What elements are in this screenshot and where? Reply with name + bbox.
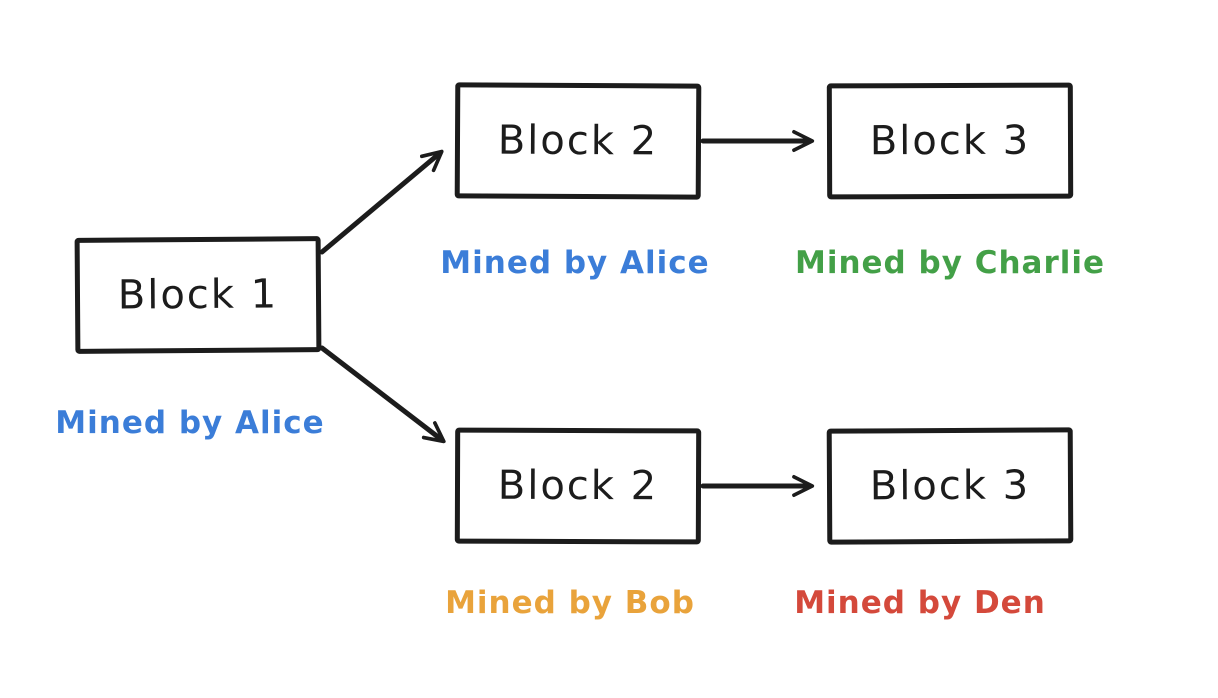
node-block-3-bottom-label: Block 3: [869, 462, 1031, 510]
miner-label-block1: Mined by Alice: [55, 405, 325, 441]
node-block-1: Block 1: [74, 236, 322, 354]
node-block-3-top: Block 3: [826, 82, 1074, 200]
node-block-2-top: Block 2: [454, 82, 702, 200]
miner-label-block2-bottom: Mined by Bob: [445, 585, 695, 621]
node-block-2-bottom-label: Block 2: [497, 462, 659, 510]
miner-label-block2-top: Mined by Alice: [440, 245, 710, 281]
node-block-2-bottom: Block 2: [454, 427, 702, 545]
arrow-block1-to-block2-top: [319, 149, 444, 255]
node-block-2-top-label: Block 2: [497, 117, 659, 165]
node-block-3-top-label: Block 3: [869, 117, 1031, 165]
arrow-block1-to-block2-bottom: [319, 345, 446, 444]
miner-label-block3-top: Mined by Charlie: [794, 245, 1106, 281]
node-block-1-label: Block 1: [117, 271, 279, 319]
miner-label-block3-bottom: Mined by Den: [794, 585, 1046, 621]
node-block-3-bottom: Block 3: [826, 427, 1074, 545]
